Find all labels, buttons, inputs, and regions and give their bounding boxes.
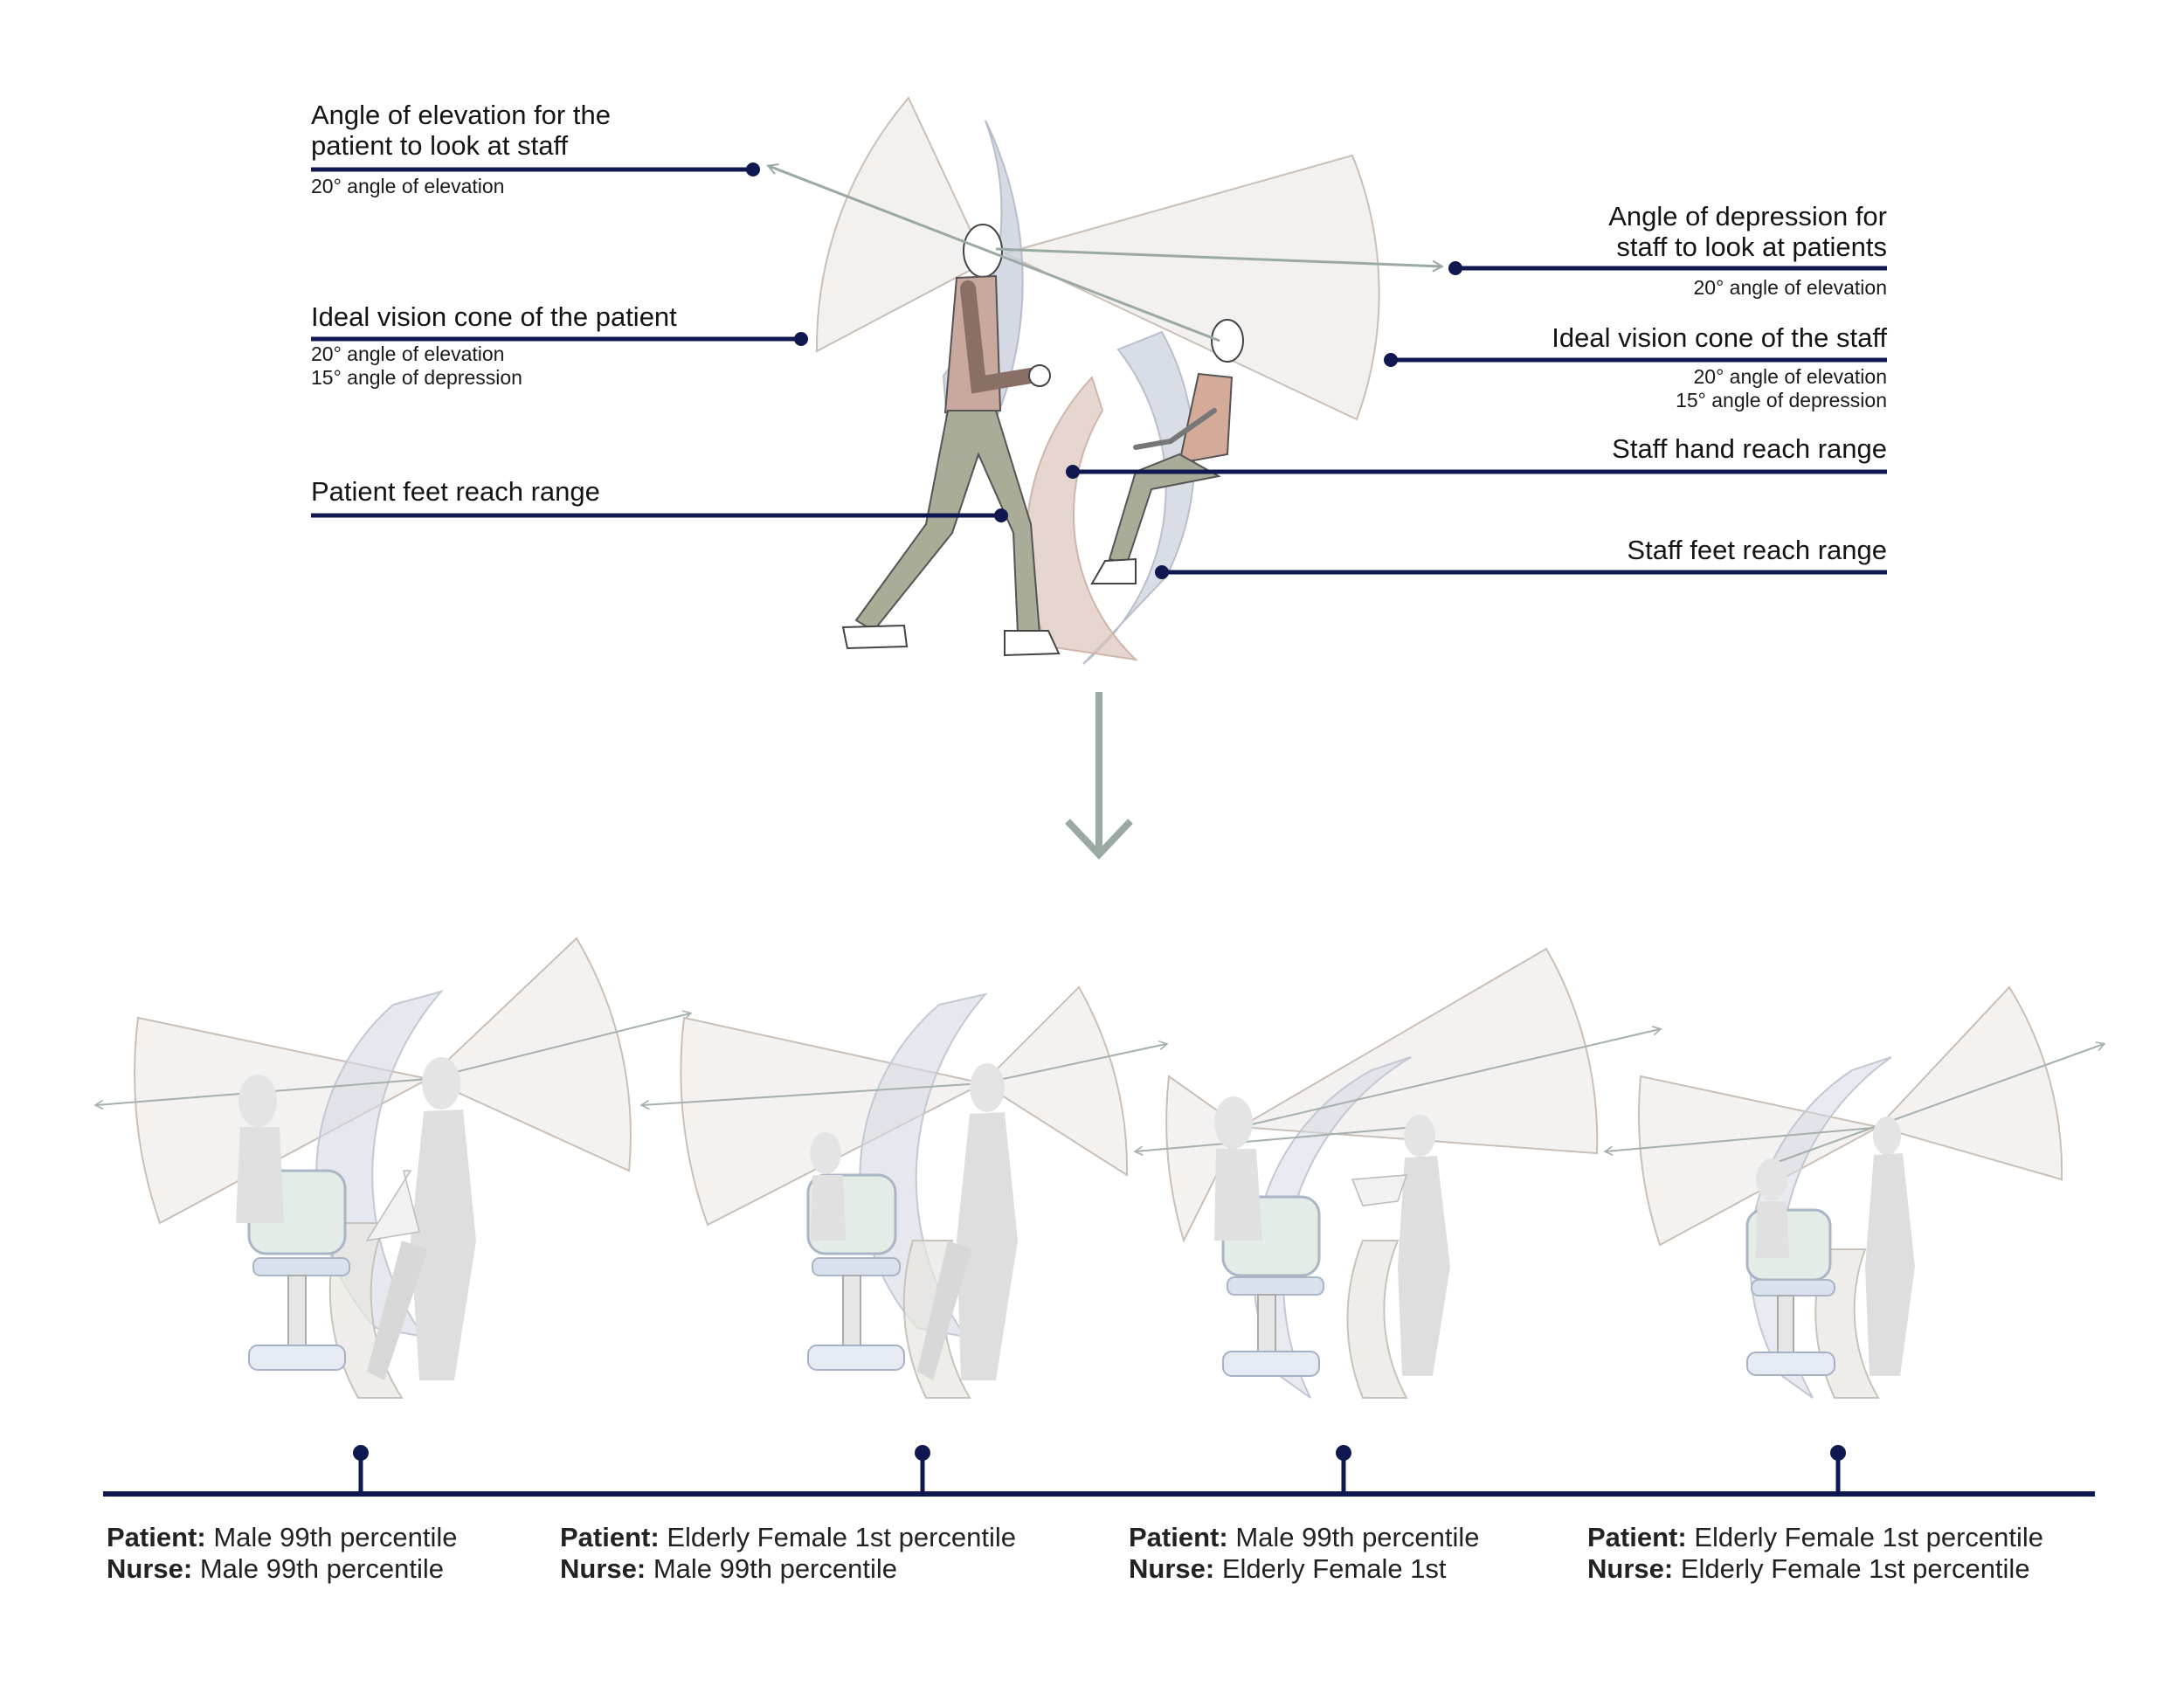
staff-vision-cone [1002, 154, 1380, 421]
patient-gaze-arrow [769, 166, 1220, 342]
patient-figure [1090, 319, 1244, 584]
callout-patient-elevation-title: Angle of elevation for the patient to lo… [311, 100, 611, 161]
staff-gaze-arrow [995, 247, 1441, 266]
callout-patient-vision-cone-title: Ideal vision cone of the patient [311, 301, 677, 332]
scenario-timeline [103, 1445, 2095, 1497]
callout-staff-feet-reach-title: Staff feet reach range [1627, 535, 1887, 565]
scenario-2-caption: Patient: Elderly Female 1st percentile N… [560, 1522, 1017, 1584]
timeline-marker-2 [915, 1445, 930, 1494]
callout-staff-hand-reach-title: Staff hand reach range [1612, 433, 1887, 464]
staff-figure [841, 224, 1061, 657]
left-callout-lines [311, 162, 1008, 522]
scenario-1-illustration [93, 937, 693, 1399]
down-arrow-icon [1065, 692, 1133, 860]
right-callout-lines [1066, 261, 1887, 579]
callout-staff-depression-note: 20° angle of elevation [1693, 276, 1887, 299]
callout-staff-depression-title: Angle of depression for staff to look at… [1608, 201, 1887, 262]
callout-staff-vision-cone-title: Ideal vision cone of the staff [1552, 322, 1887, 353]
callout-patient-elevation-note: 20° angle of elevation [311, 175, 505, 197]
scenario-4-illustration [1603, 985, 2106, 1399]
scenario-1-caption: Patient: Male 99th percentile Nurse: Mal… [107, 1522, 458, 1584]
callout-patient-vision-cone-notes: 20° angle of elevation 15° angle of depr… [311, 342, 522, 389]
staff-feet-reach-arc [1025, 376, 1138, 661]
patient-vision-cone [815, 96, 987, 353]
timeline-marker-1 [353, 1445, 369, 1494]
scenario-3-illustration [1133, 947, 1662, 1399]
scenario-2-illustration [639, 985, 1169, 1399]
timeline-marker-4 [1830, 1445, 1846, 1494]
top-illustration [769, 96, 1441, 665]
callout-staff-vision-cone-notes: 20° angle of elevation 15° angle of depr… [1676, 365, 1887, 411]
scenario-3-caption: Patient: Male 99th percentile Nurse: Eld… [1129, 1522, 1480, 1584]
callout-patient-feet-reach-title: Patient feet reach range [311, 476, 600, 507]
timeline-marker-3 [1336, 1445, 1351, 1494]
scenario-4-caption: Patient: Elderly Female 1st percentile N… [1587, 1522, 2044, 1584]
scenario-illustrations [93, 937, 2106, 1399]
